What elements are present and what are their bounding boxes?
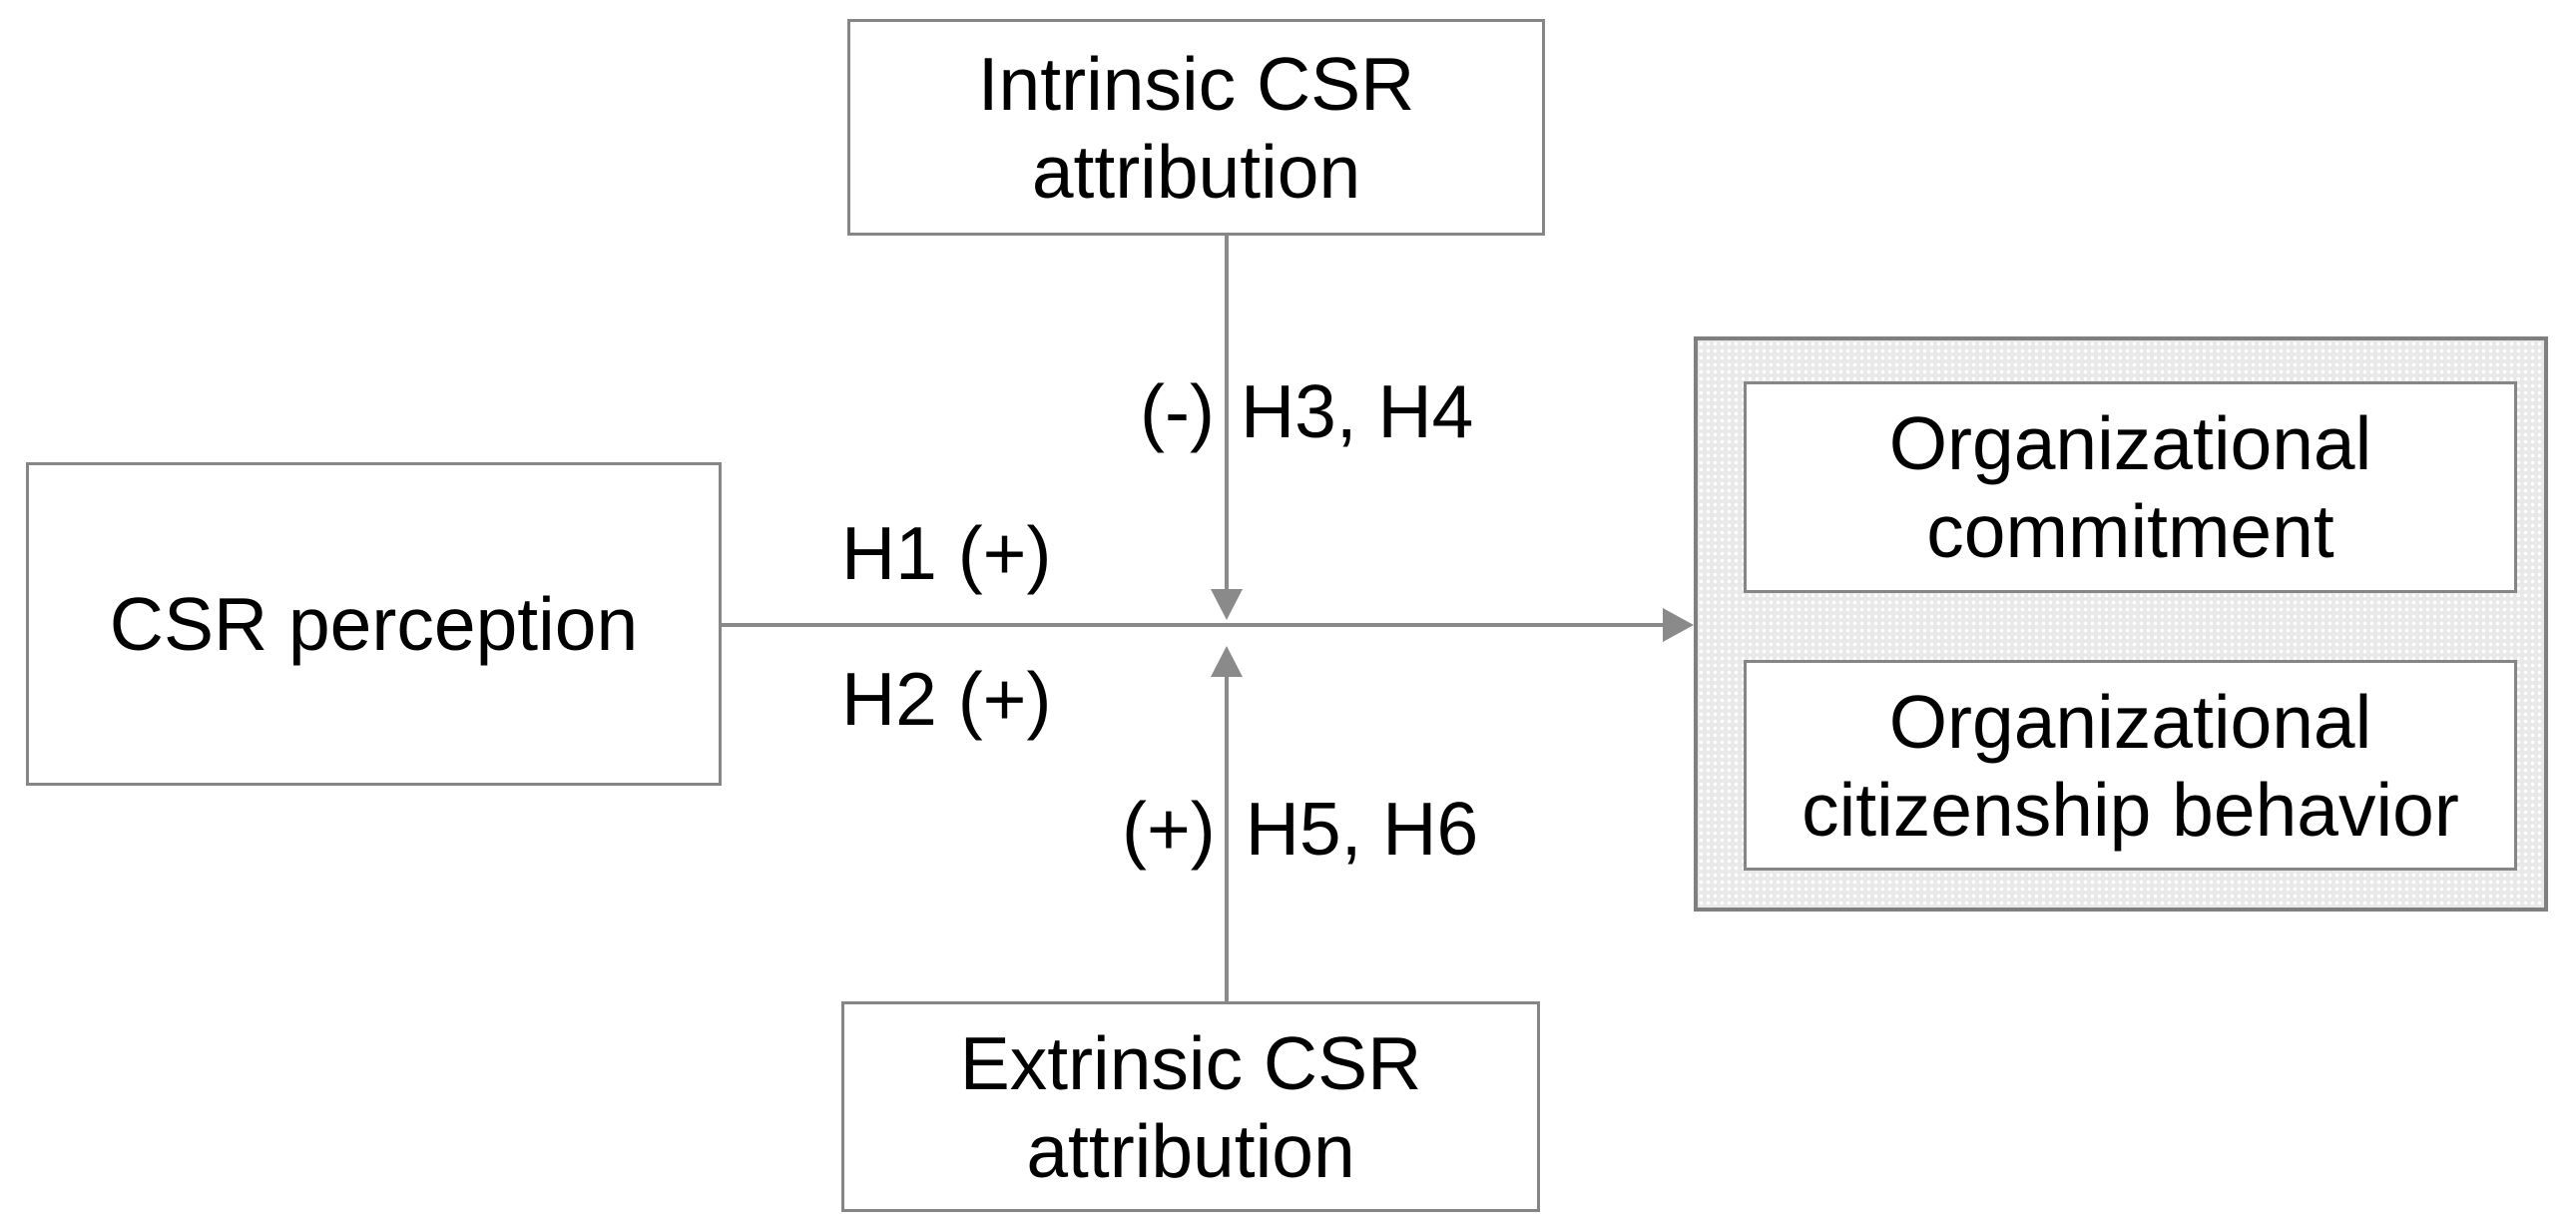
node-extrinsic-csr-attribution: Extrinsic CSR attribution	[841, 1001, 1540, 1212]
node-organizational-citizenship-behavior-label: Organizational citizenship behavior	[1802, 679, 2459, 852]
edge-label-h5-h6-sign: (+)	[1122, 787, 1216, 871]
edge-label-h5-h6-hypotheses: H5, H6	[1245, 787, 1479, 871]
edge-csr-to-outcomes	[722, 608, 1694, 642]
outcomes-panel: Organizational commitment Organizational…	[1694, 336, 2548, 912]
edge-label-h1: H1 (+)	[841, 513, 1051, 593]
arrowhead-down-icon	[1211, 589, 1243, 620]
node-csr-perception-label: CSR perception	[109, 582, 639, 666]
node-extrinsic-csr-attribution-label: Extrinsic CSR attribution	[959, 1020, 1422, 1193]
edge-label-h3-h4: (-) H3, H4	[1140, 371, 1473, 451]
node-intrinsic-csr-attribution-label: Intrinsic CSR attribution	[977, 41, 1415, 214]
edge-label-h3-h4-sign: (-)	[1140, 369, 1215, 453]
edge-label-h2-text: H2 (+)	[841, 657, 1052, 741]
edge-label-h1-text: H1 (+)	[841, 511, 1052, 595]
arrowhead-up-icon	[1211, 646, 1243, 677]
node-intrinsic-csr-attribution: Intrinsic CSR attribution	[847, 19, 1545, 236]
node-organizational-commitment-label: Organizational commitment	[1888, 401, 2372, 573]
arrowhead-right-icon	[1663, 608, 1694, 642]
edge-label-h5-h6: (+) H5, H6	[1122, 789, 1478, 869]
edge-intrinsic-moderator	[1211, 236, 1243, 620]
edge-label-h3-h4-hypotheses: H3, H4	[1240, 369, 1474, 453]
node-csr-perception: CSR perception	[26, 462, 722, 786]
node-organizational-commitment: Organizational commitment	[1744, 381, 2517, 593]
edge-extrinsic-moderator	[1211, 646, 1243, 1001]
edge-label-h2: H2 (+)	[841, 659, 1051, 739]
node-organizational-citizenship-behavior: Organizational citizenship behavior	[1744, 660, 2517, 871]
